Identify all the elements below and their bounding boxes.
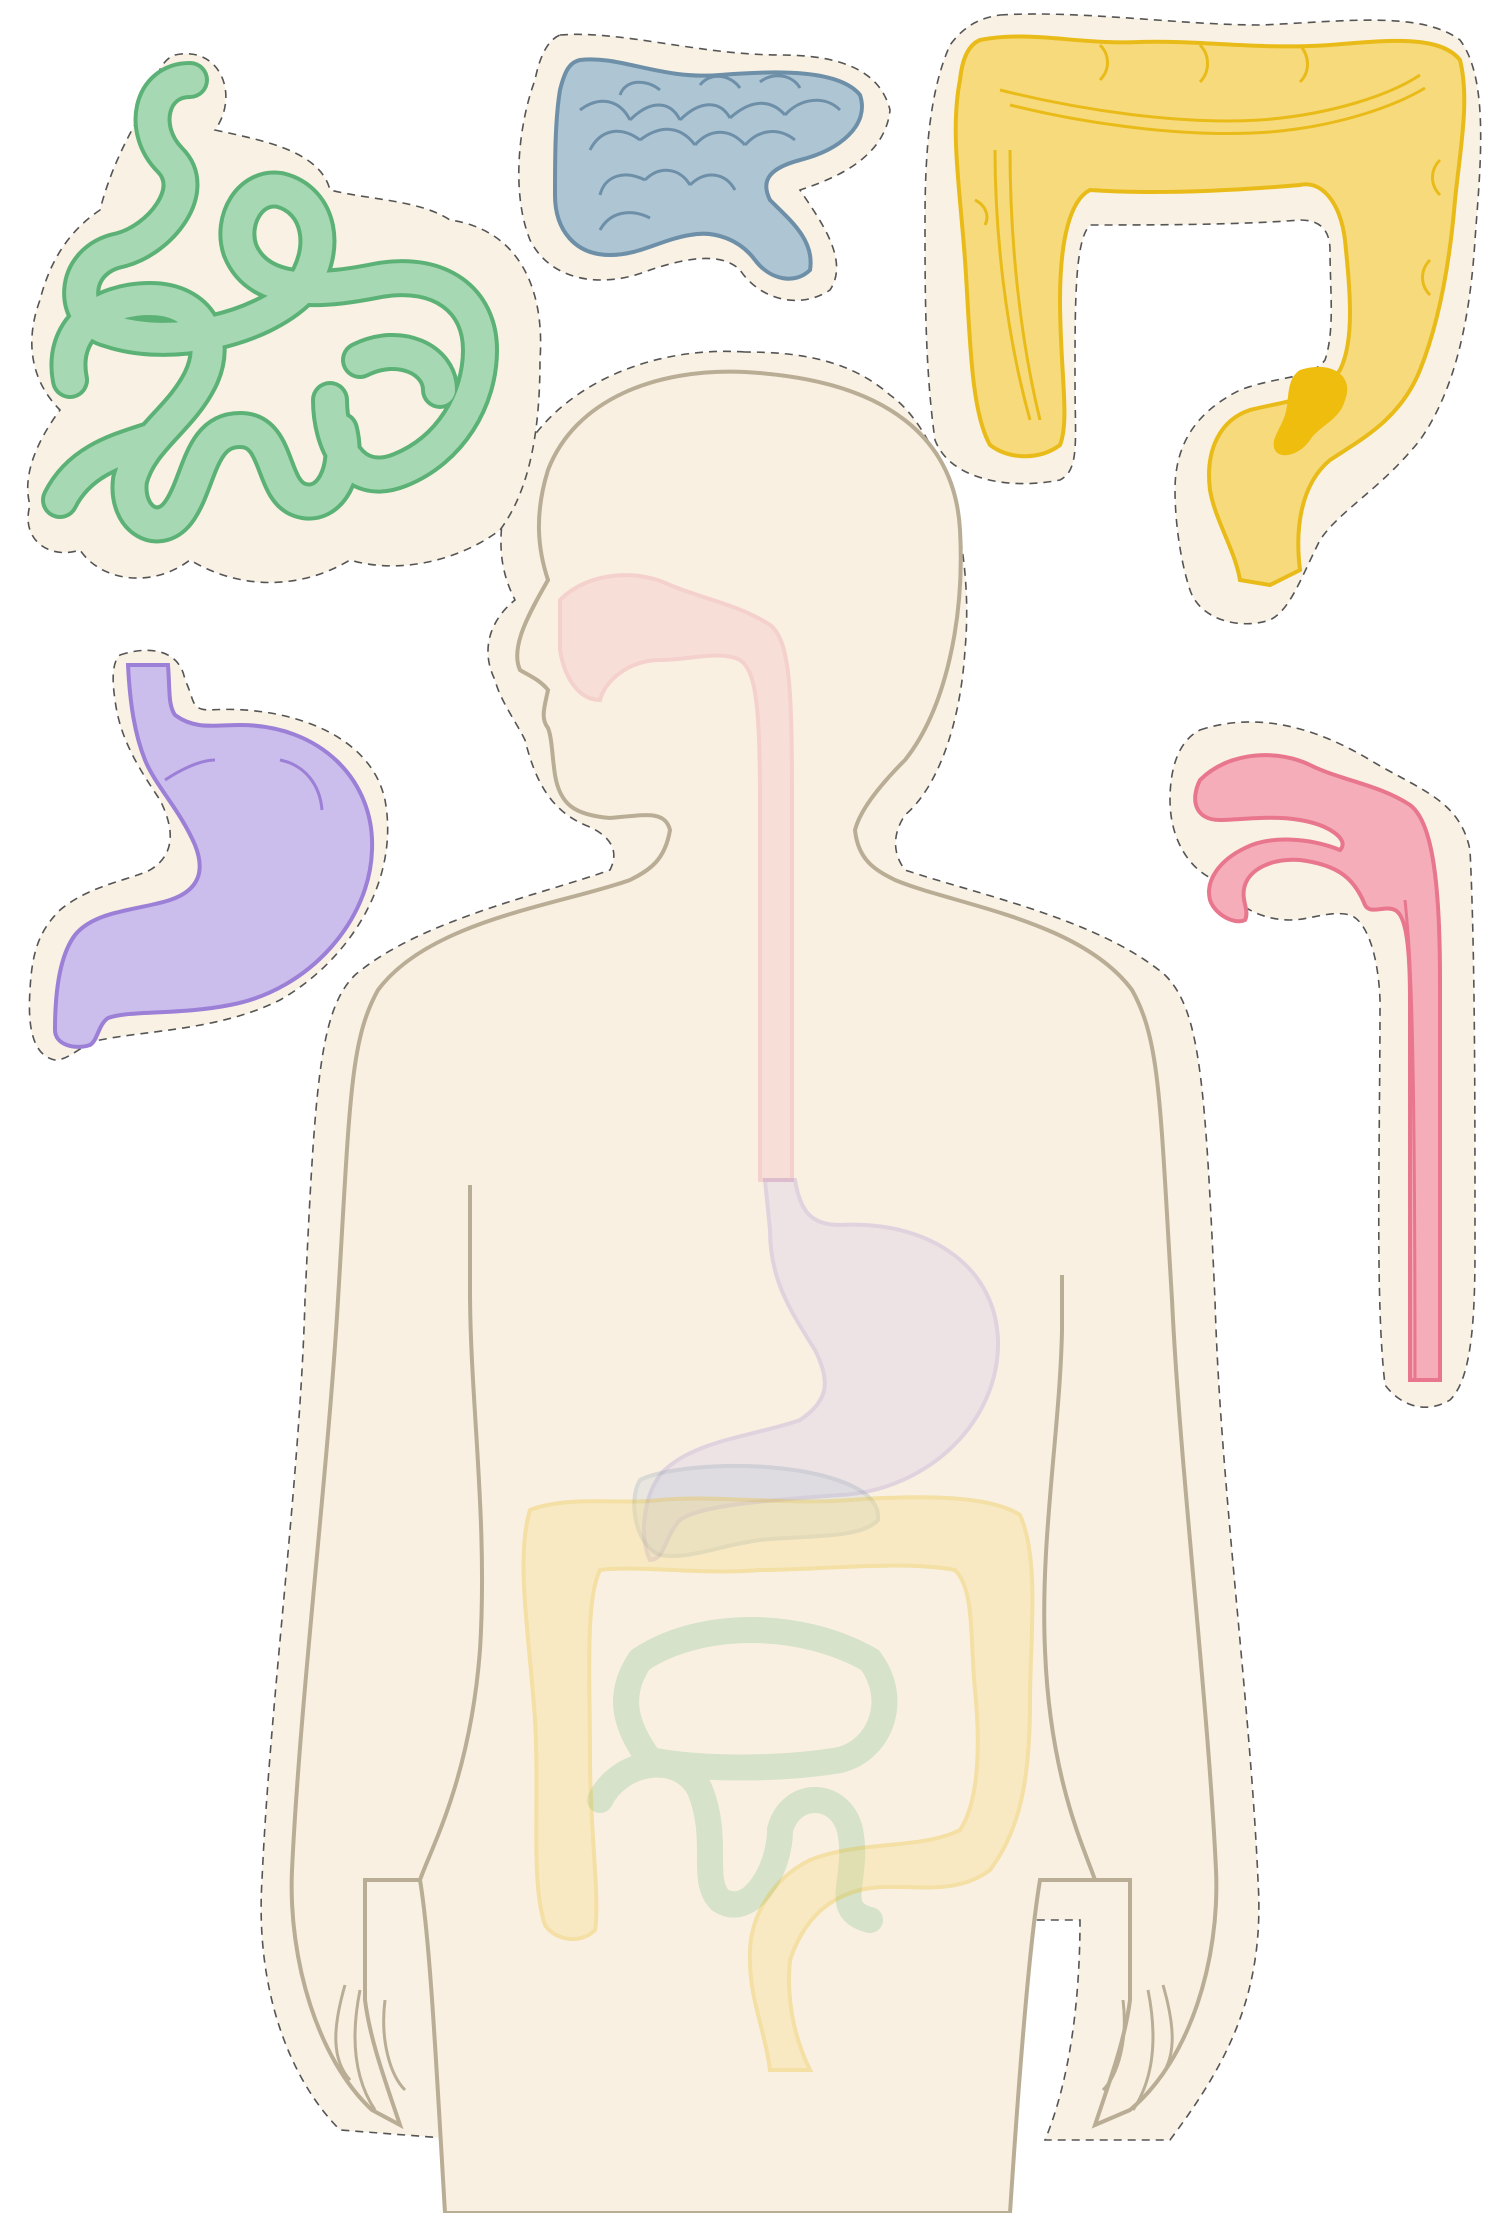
small-intestine-cutout[interactable] [28, 54, 541, 583]
large-intestine-cutout[interactable] [925, 14, 1481, 624]
stomach-cutout[interactable] [29, 650, 387, 1060]
pancreas-cutout[interactable] [519, 34, 890, 300]
